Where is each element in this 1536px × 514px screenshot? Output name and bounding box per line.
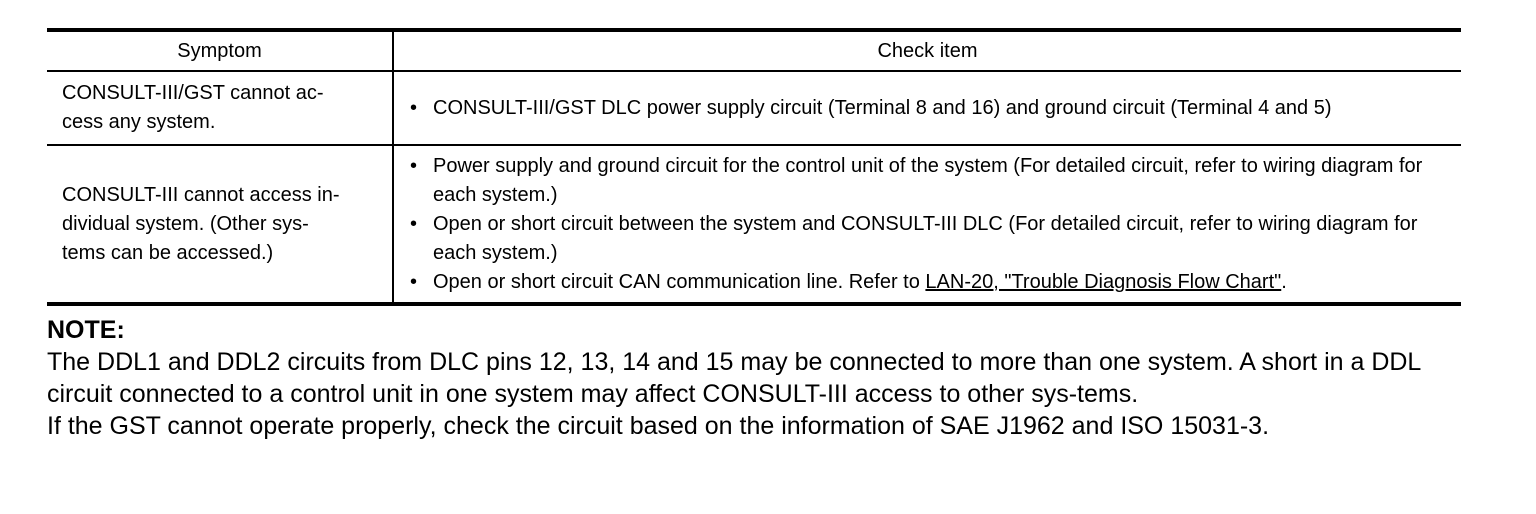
table-header-row: Symptom Check item (47, 28, 1461, 72)
check-item-cell: • CONSULT-III/GST DLC power supply circu… (393, 71, 1461, 146)
note-title: NOTE: (47, 316, 125, 344)
note-paragraph: If the GST cannot operate properly, chec… (47, 412, 1270, 440)
note-section: NOTE: The DDL1 and DDL2 circuits from DL… (47, 314, 1461, 442)
check-item-text: Open or short circuit between the system… (433, 212, 1418, 264)
bullet-icon: • (410, 96, 418, 119)
bullet-icon: • (410, 270, 418, 293)
lan-20-reference-link[interactable]: LAN-20, "Trouble Diagnosis Flow Chart" (925, 270, 1282, 293)
diagnosis-table: Symptom Check item CONSULT-III/GST canno… (47, 28, 1461, 306)
document: Symptom Check item CONSULT-III/GST canno… (47, 28, 1461, 442)
check-item-header: Check item (393, 28, 1461, 72)
symptom-cell: CONSULT-III cannot access in- dividual s… (47, 145, 394, 306)
symptom-cell: CONSULT-III/GST cannot ac- cess any syst… (47, 71, 394, 146)
check-item-list: • Power supply and ground circuit for th… (410, 152, 1455, 297)
check-item: • Power supply and ground circuit for th… (410, 152, 1455, 210)
symptom-text: CONSULT-III cannot access in- dividual s… (62, 183, 340, 264)
check-item-cell: • Power supply and ground circuit for th… (393, 145, 1461, 306)
bullet-icon: • (410, 154, 418, 177)
check-item-suffix: . (1281, 270, 1287, 293)
check-item: • CONSULT-III/GST DLC power supply circu… (410, 94, 1455, 123)
check-item-list: • CONSULT-III/GST DLC power supply circu… (410, 94, 1455, 123)
table-row: CONSULT-III/GST cannot ac- cess any syst… (47, 71, 1461, 146)
symptom-header: Symptom (47, 28, 394, 72)
check-item-text: CONSULT-III/GST DLC power supply circuit… (433, 96, 1332, 119)
symptom-text: CONSULT-III/GST cannot ac- cess any syst… (62, 82, 324, 133)
table-row: CONSULT-III cannot access in- dividual s… (47, 145, 1461, 306)
check-item-text: Power supply and ground circuit for the … (433, 154, 1423, 206)
check-item: • Open or short circuit between the syst… (410, 210, 1455, 268)
check-item-prefix: Open or short circuit CAN communication … (433, 270, 926, 293)
bullet-icon: • (410, 212, 418, 235)
check-item: • Open or short circuit CAN communicatio… (410, 268, 1455, 297)
note-paragraph: The DDL1 and DDL2 circuits from DLC pins… (47, 348, 1421, 408)
